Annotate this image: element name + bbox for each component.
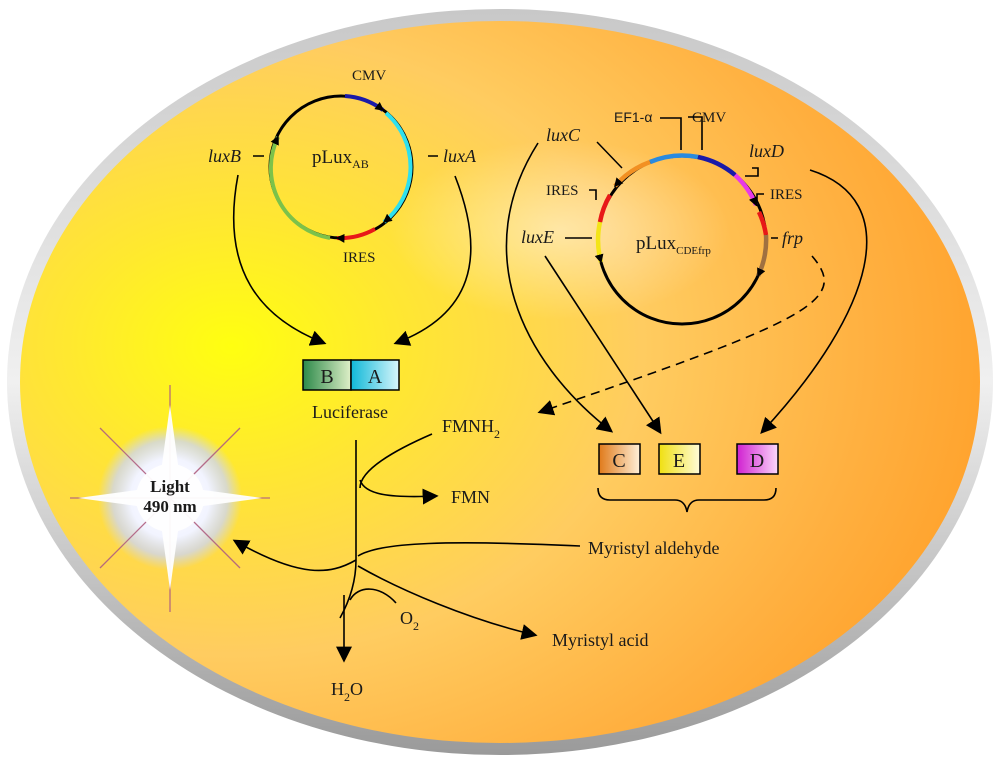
luxc-label: luxC bbox=[546, 125, 581, 145]
plasmid-ab-name-sub: AB bbox=[352, 157, 369, 171]
ef1-leader bbox=[660, 117, 682, 150]
plasmid-ab-ires-label: IRES bbox=[343, 250, 376, 266]
luciferase-box-a-label: A bbox=[368, 366, 383, 388]
plasmid-cde-ires-right-segment bbox=[756, 211, 769, 236]
aldehyde-input-line bbox=[357, 542, 581, 557]
reaction-pathway: FMNH2 FMN Myristyl aldehyde Myristyl aci… bbox=[232, 416, 719, 704]
enzyme-box-c-label: C bbox=[612, 450, 625, 472]
plasmid-ab-luxa-segment bbox=[382, 111, 413, 224]
luxb-label: luxB bbox=[208, 146, 241, 166]
enzyme-box-e bbox=[658, 443, 701, 475]
luciferase-box-b-label: B bbox=[320, 366, 333, 388]
plasmid-cde-ef1-label: EF1-α bbox=[614, 109, 652, 125]
plasmid-cde-cmv-label: CMV bbox=[692, 110, 726, 126]
light-label-line2: 490 nm bbox=[143, 497, 196, 516]
plasmid-cde-name-sub: CDEfrp bbox=[676, 245, 711, 257]
plasmid-cde-frp-segment bbox=[755, 234, 769, 278]
luciferase-box-a bbox=[350, 359, 400, 391]
o2-label-sub: 2 bbox=[413, 619, 419, 633]
acid-output-arrow bbox=[357, 565, 538, 640]
fmnh2-label-main: FMNH bbox=[442, 416, 494, 436]
enzyme-brace bbox=[597, 487, 777, 513]
plasmid-ab-luxb-segment bbox=[268, 135, 331, 240]
plasmid-ab-cmv-segment bbox=[344, 94, 385, 112]
plasmid-cde-ires-left-segment bbox=[597, 193, 612, 223]
myristyl-aldehyde-label: Myristyl aldehyde bbox=[588, 538, 719, 558]
luciferase-label: Luciferase bbox=[312, 402, 388, 422]
plasmid-cde-name: pLuxCDEfrp bbox=[636, 233, 711, 257]
light-center bbox=[136, 464, 204, 532]
enzyme-box-d-label: D bbox=[750, 450, 764, 472]
plasmid-ab-ires-segment bbox=[335, 227, 376, 243]
fmn-output-arrow bbox=[359, 479, 439, 505]
plasmid-cde-cmv-segment bbox=[697, 154, 737, 177]
fmn-label: FMN bbox=[451, 487, 490, 507]
h2o-label: H2O bbox=[331, 679, 363, 704]
arrow-frp-to-fmnh2 bbox=[537, 255, 826, 416]
fmnh2-label: FMNH2 bbox=[442, 416, 500, 441]
cmv-leader bbox=[688, 116, 703, 150]
arrow-luxd-to-d bbox=[760, 169, 868, 434]
arrow-luxa-to-luciferase bbox=[393, 175, 472, 346]
light-output-arrow bbox=[232, 539, 357, 572]
enzyme-box-e-label: E bbox=[673, 450, 685, 472]
cell bbox=[7, 9, 993, 755]
myristyl-acid-label: Myristyl acid bbox=[552, 630, 649, 650]
enzyme-box-d bbox=[736, 443, 779, 475]
o2-input-line bbox=[349, 588, 397, 604]
plasmid-cde-luxc-segment bbox=[613, 159, 651, 188]
plasmid-ab-name-main: pLux bbox=[312, 147, 353, 168]
plasmid-cde-ires-left-label: IRES bbox=[546, 183, 579, 199]
h2o-label-h: H bbox=[331, 679, 344, 699]
plasmid-cde: pLuxCDEfrp EF1-α CMV IRES IRES luxD luxC… bbox=[521, 109, 803, 326]
arrow-luxc-to-c bbox=[505, 142, 614, 433]
ires-left-leader bbox=[589, 189, 597, 200]
luxc-leader bbox=[596, 141, 623, 169]
o2-label: O2 bbox=[400, 608, 419, 633]
plasmid-cde-name-main: pLux bbox=[636, 233, 677, 254]
luxd-label: luxD bbox=[749, 141, 784, 161]
light-burst: Light 490 nm bbox=[70, 385, 270, 612]
plasmid-ab-cmv-label: CMV bbox=[352, 68, 386, 84]
luciferase: B A Luciferase bbox=[302, 359, 400, 422]
luxe-label: luxE bbox=[521, 227, 554, 247]
fmnh2-label-sub: 2 bbox=[494, 427, 500, 441]
cell-body bbox=[20, 21, 980, 743]
luxa-label: luxA bbox=[443, 146, 477, 166]
h2o-label-sub: 2 bbox=[344, 690, 350, 704]
arrow-luxb-to-luciferase bbox=[232, 174, 327, 346]
o2-label-main: O bbox=[400, 608, 413, 628]
arrow-luxe-to-e bbox=[544, 255, 662, 435]
enzymes: C E D bbox=[597, 443, 779, 513]
light-label-line1: Light bbox=[150, 477, 190, 496]
h2o-label-o: O bbox=[350, 679, 363, 699]
plasmid-cde-luxe-segment bbox=[594, 221, 604, 264]
plasmid-ab: CMV pLuxAB IRES luxB luxA bbox=[208, 68, 477, 266]
frp-label: frp bbox=[782, 228, 803, 248]
plasmid-cde-luxd-segment bbox=[733, 173, 759, 207]
light-core bbox=[78, 405, 262, 590]
plasmid-cde-ef1-segment bbox=[649, 153, 699, 165]
cell-highlight bbox=[390, 140, 730, 320]
plasmid-cde-ires-right-label: IRES bbox=[770, 187, 803, 203]
ires-right-leader bbox=[756, 193, 764, 206]
luxd-leader bbox=[745, 167, 759, 177]
plasmid-ab-name: pLuxAB bbox=[312, 147, 369, 171]
enzyme-box-c bbox=[598, 443, 641, 475]
